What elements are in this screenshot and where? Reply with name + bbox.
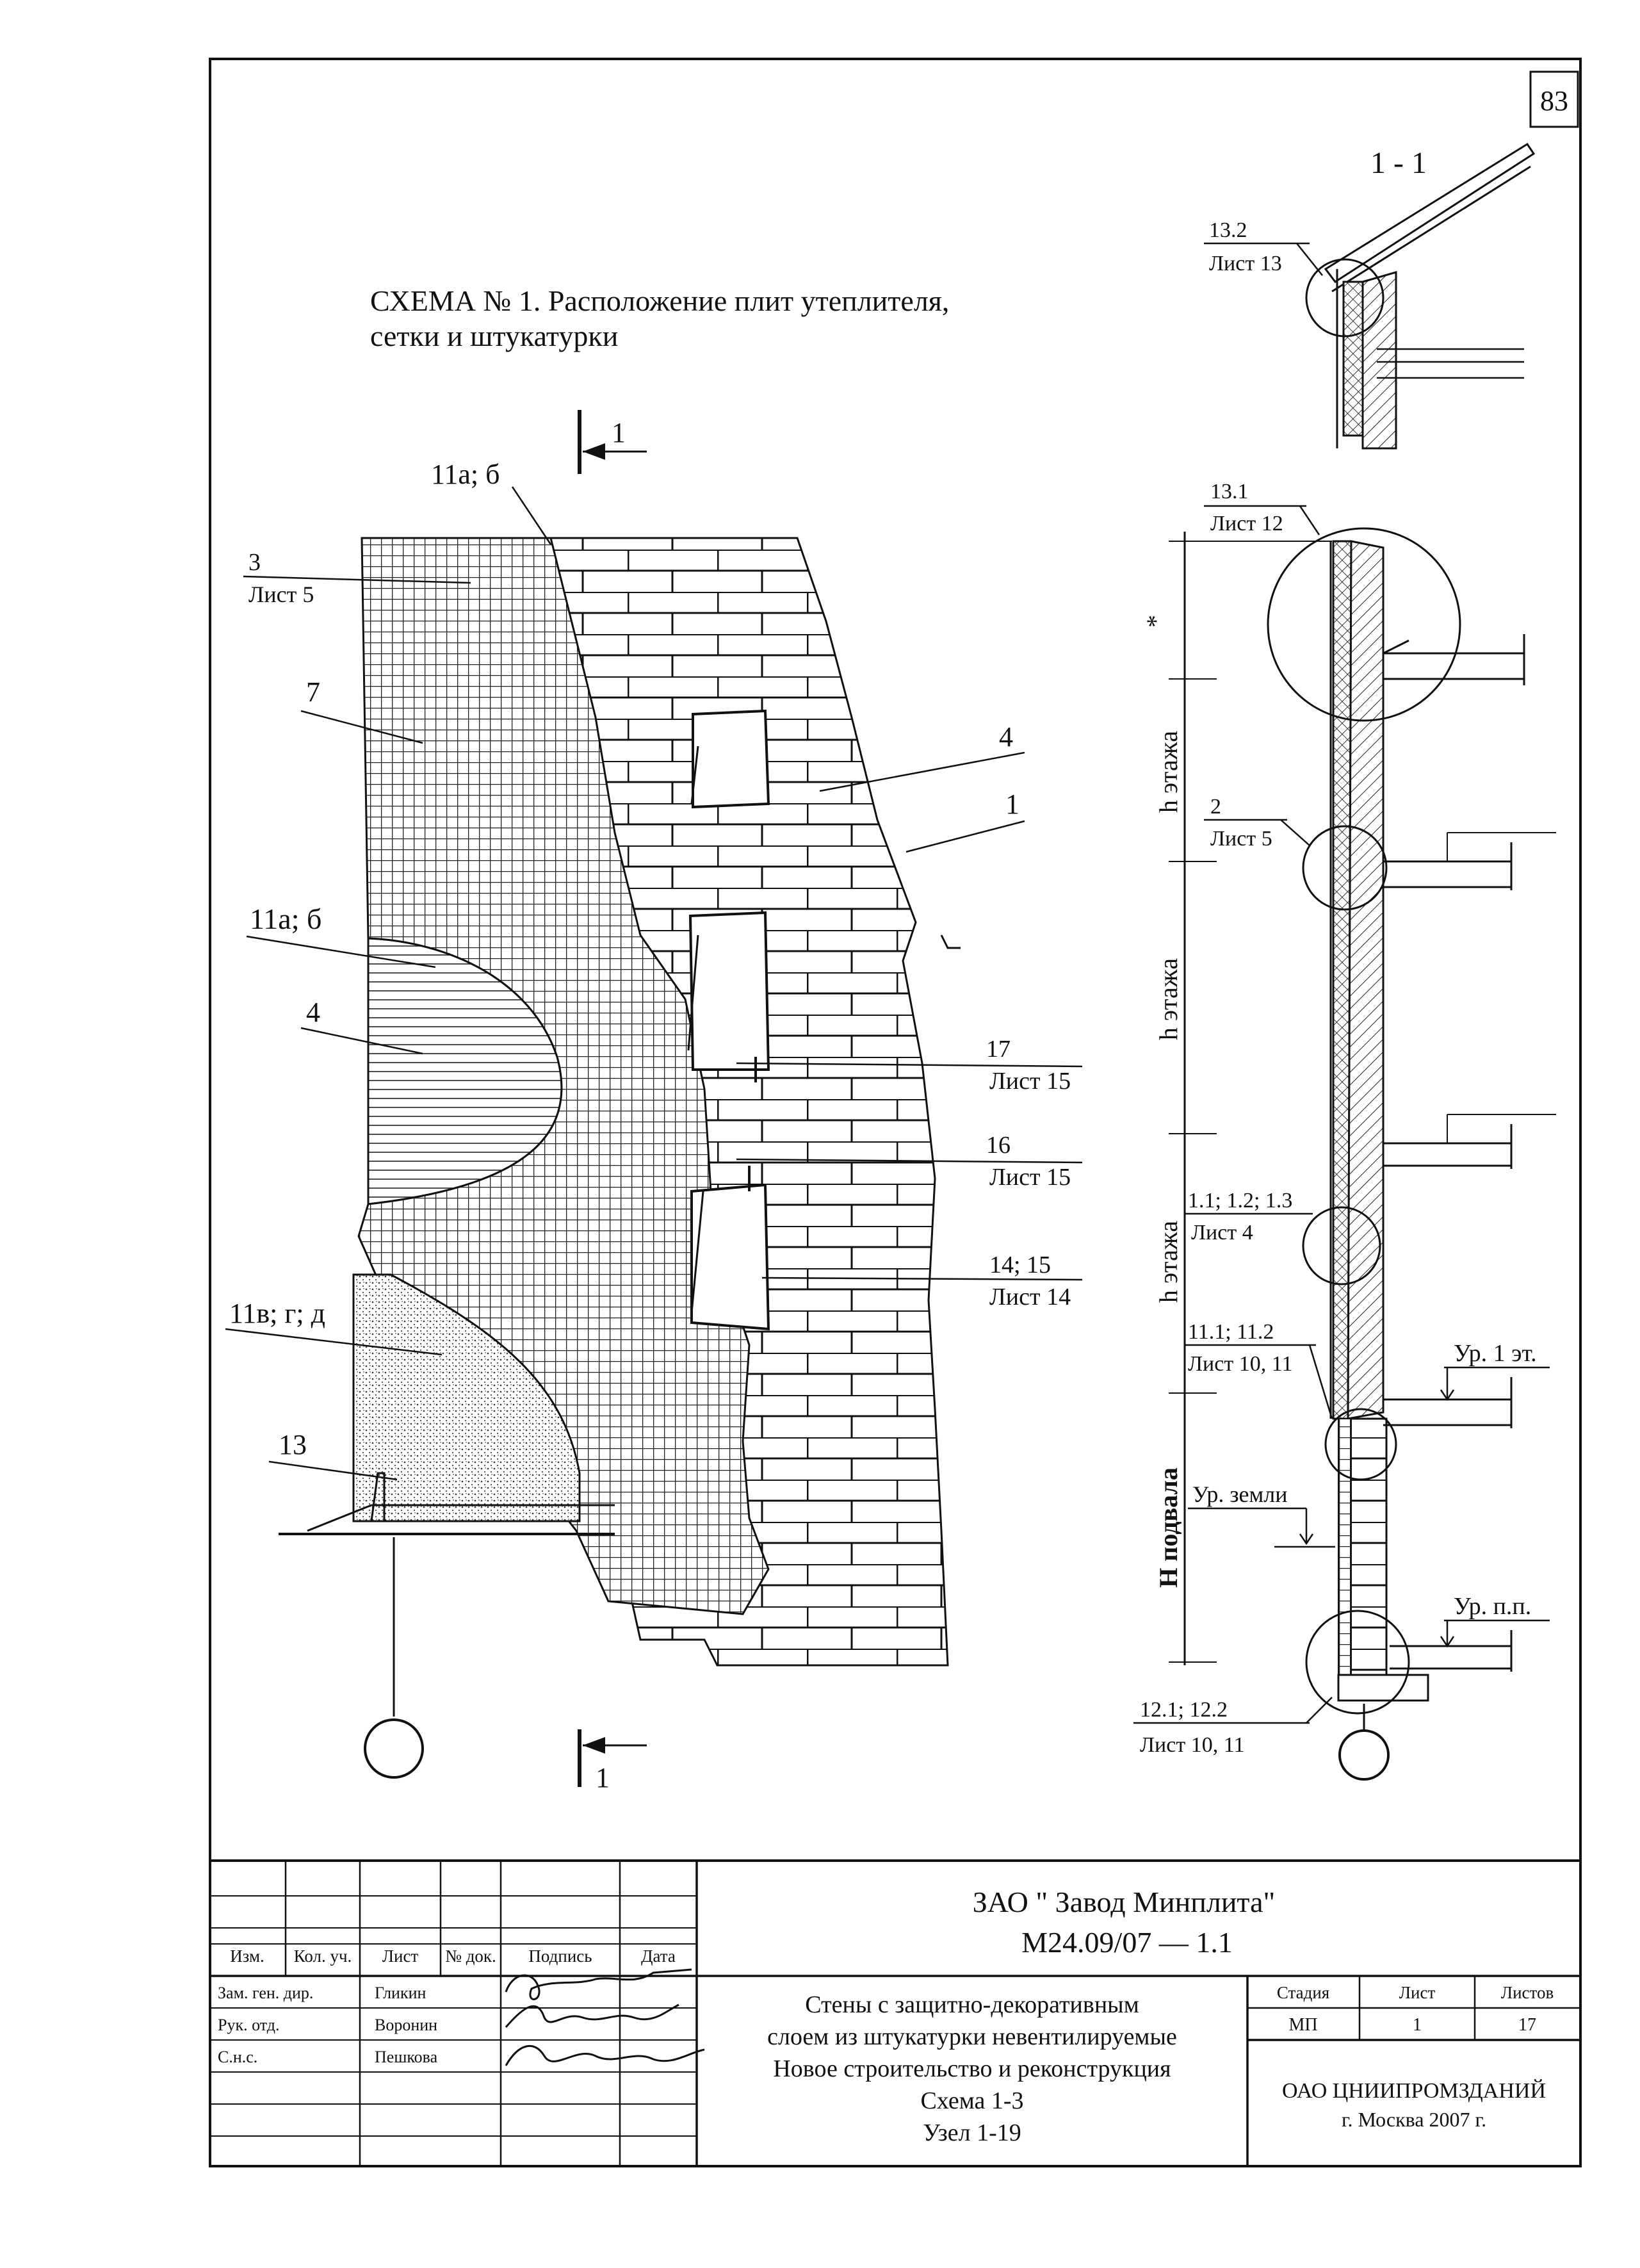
section-axis-bubble: [1338, 1729, 1390, 1781]
window-opening-1: [692, 709, 770, 809]
floor-slabs: [1383, 634, 1556, 1672]
level-floor1-label: Ур. 1 эт.: [1454, 1340, 1537, 1367]
section-cut-bottom-label: 1: [596, 1762, 610, 1793]
tb-name-3: Пешкова: [375, 2048, 438, 2066]
callout-13-1-sheet: Лист 12: [1210, 512, 1283, 535]
dimension-star: *: [1141, 615, 1170, 628]
callout-2-number: 2: [1210, 795, 1221, 819]
tb-header-doc: № док.: [445, 1946, 496, 1966]
signature-2: [505, 2003, 679, 2028]
tb-role-1: Зам. ген. дир.: [218, 1984, 313, 2002]
signature-1: [505, 1968, 692, 2000]
tb-stage: МП: [1288, 2015, 1317, 2035]
tb-sheets-label: Листов: [1501, 1983, 1554, 2002]
tb-code: М24.09/07 — 1.1: [1021, 1926, 1233, 1959]
callout-3-sheet: Лист 5: [248, 582, 314, 607]
detail-circle-13-1: [1267, 527, 1461, 722]
level-basement-label: Ур. п.п.: [1454, 1593, 1531, 1620]
tb-desc-2: слоем из штукатурки невентилируемые: [767, 2023, 1177, 2050]
callout-7: 7: [306, 676, 320, 708]
foundation: [1337, 1674, 1429, 1702]
callout-12-1-number: 12.1; 12.2: [1140, 1698, 1228, 1722]
callout-11ab-middle: 11а; б: [250, 902, 321, 935]
tb-sheet: 1: [1413, 2015, 1422, 2035]
dimension-h-floor-2: h этажа: [1154, 958, 1183, 1041]
callout-4-left: 4: [306, 997, 320, 1028]
tb-name-1: Гликин: [375, 1984, 426, 2002]
roof-wall-insulation: [1342, 281, 1364, 437]
callout-13: 13: [279, 1429, 307, 1460]
plinth-ledge: [370, 1472, 386, 1522]
dimension-h-floor-3: h этажа: [1154, 1221, 1183, 1303]
tb-desc-4: Схема 1-3: [920, 2087, 1023, 2114]
roof-wall: [1361, 271, 1397, 450]
window-opening-2: [688, 911, 770, 1071]
tb-role-3: С.н.с.: [218, 2048, 257, 2066]
callout-17-sheet: Лист 15: [989, 1068, 1071, 1095]
dimension-h-basement: Н подвала: [1154, 1467, 1183, 1588]
callout-14-15-sheet: Лист 14: [989, 1284, 1071, 1310]
tb-name-2: Воронин: [375, 2016, 437, 2034]
tb-header-list: Лист: [382, 1946, 419, 1966]
signature-3: [505, 2044, 705, 2066]
roof-slope: [1324, 142, 1536, 284]
detail-circle-11-1: [1324, 1408, 1397, 1481]
callout-17-number: 17: [986, 1036, 1011, 1063]
section-label: 1 - 1: [1370, 146, 1427, 180]
facade-callouts: 3 Лист 5 7 4 1 11а; б 11а; б 4 17 Лист 1…: [225, 459, 1083, 1481]
section-1-1: 1 - 1 13.2 Лист 13: [1133, 142, 1556, 1781]
detail-circle-1-1: [1302, 1206, 1381, 1285]
tb-header-izm: Изм.: [230, 1946, 264, 1966]
callout-2-sheet: Лист 5: [1210, 827, 1272, 851]
callout-11ab-top: 11а; б: [431, 459, 500, 490]
level-ground-label: Ур. земли: [1192, 1481, 1288, 1507]
callout-1-1-sheet: Лист 4: [1191, 1221, 1253, 1244]
page-number: 83: [1540, 85, 1568, 117]
facade-scheme: 1 1: [279, 410, 961, 1793]
callout-13-1-number: 13.1: [1210, 480, 1249, 503]
callout-4-top: 4: [999, 721, 1013, 753]
callout-1: 1: [1005, 788, 1019, 820]
callout-12-1-sheet: Лист 10, 11: [1140, 1733, 1244, 1757]
callout-11vgd: 11в; г; д: [229, 1298, 325, 1329]
scheme-title-line1: СХЕМА № 1. Расположение плит утеплителя,: [370, 284, 949, 317]
callout-14-15-number: 14; 15: [989, 1252, 1051, 1278]
tb-header-signature: Подпись: [528, 1946, 592, 1966]
detail-circle-12-1: [1305, 1610, 1410, 1715]
axis-bubble: [364, 1718, 424, 1779]
callout-13-2-number: 13.2: [1209, 218, 1247, 242]
tb-sheets: 17: [1518, 2015, 1536, 2035]
callout-16-number: 16: [986, 1132, 1011, 1159]
dimension-h-floor-1: h этажа: [1154, 731, 1183, 813]
page-number-box: [1529, 70, 1579, 128]
tb-header-kol: Кол. уч.: [294, 1946, 352, 1966]
callout-13-2-sheet: Лист 13: [1209, 252, 1282, 275]
tb-org: ОАО ЦНИИПРОМЗДАНИЙ: [1282, 2079, 1546, 2103]
tb-desc-5: Узел 1-19: [923, 2119, 1021, 2146]
tb-company: ЗАО " Завод Минплита": [973, 1886, 1276, 1918]
tb-desc-3: Новое строительство и реконструкция: [773, 2055, 1171, 2082]
callout-16-sheet: Лист 15: [989, 1164, 1071, 1191]
scheme-title-line2: сетки и штукатурки: [370, 320, 618, 352]
callout-11-1-number: 11.1; 11.2: [1188, 1320, 1274, 1344]
tb-sheet-label: Лист: [1399, 1983, 1436, 2002]
tb-stage-label: Стадия: [1277, 1983, 1329, 2002]
tb-role-2: Рук. отд.: [218, 2016, 280, 2034]
plaster-layer: [352, 1273, 581, 1522]
section-cut-top-label: 1: [612, 417, 626, 448]
title-block: Изм. Кол. уч. Лист № док. Подпись Дата З…: [209, 1859, 1582, 2167]
wall-masonry: [1347, 540, 1384, 1420]
tb-city-year: г. Москва 2007 г.: [1342, 2108, 1486, 2131]
callout-1-1-number: 1.1; 1.2; 1.3: [1188, 1189, 1292, 1212]
callout-3-number: 3: [248, 549, 261, 576]
window-opening-3: [690, 1183, 770, 1331]
tb-header-date: Дата: [641, 1946, 676, 1966]
detail-circle-2: [1302, 825, 1388, 911]
tb-desc-1: Стены с защитно-декоративным: [805, 1991, 1139, 2018]
callout-11-1-sheet: Лист 10, 11: [1188, 1352, 1292, 1376]
